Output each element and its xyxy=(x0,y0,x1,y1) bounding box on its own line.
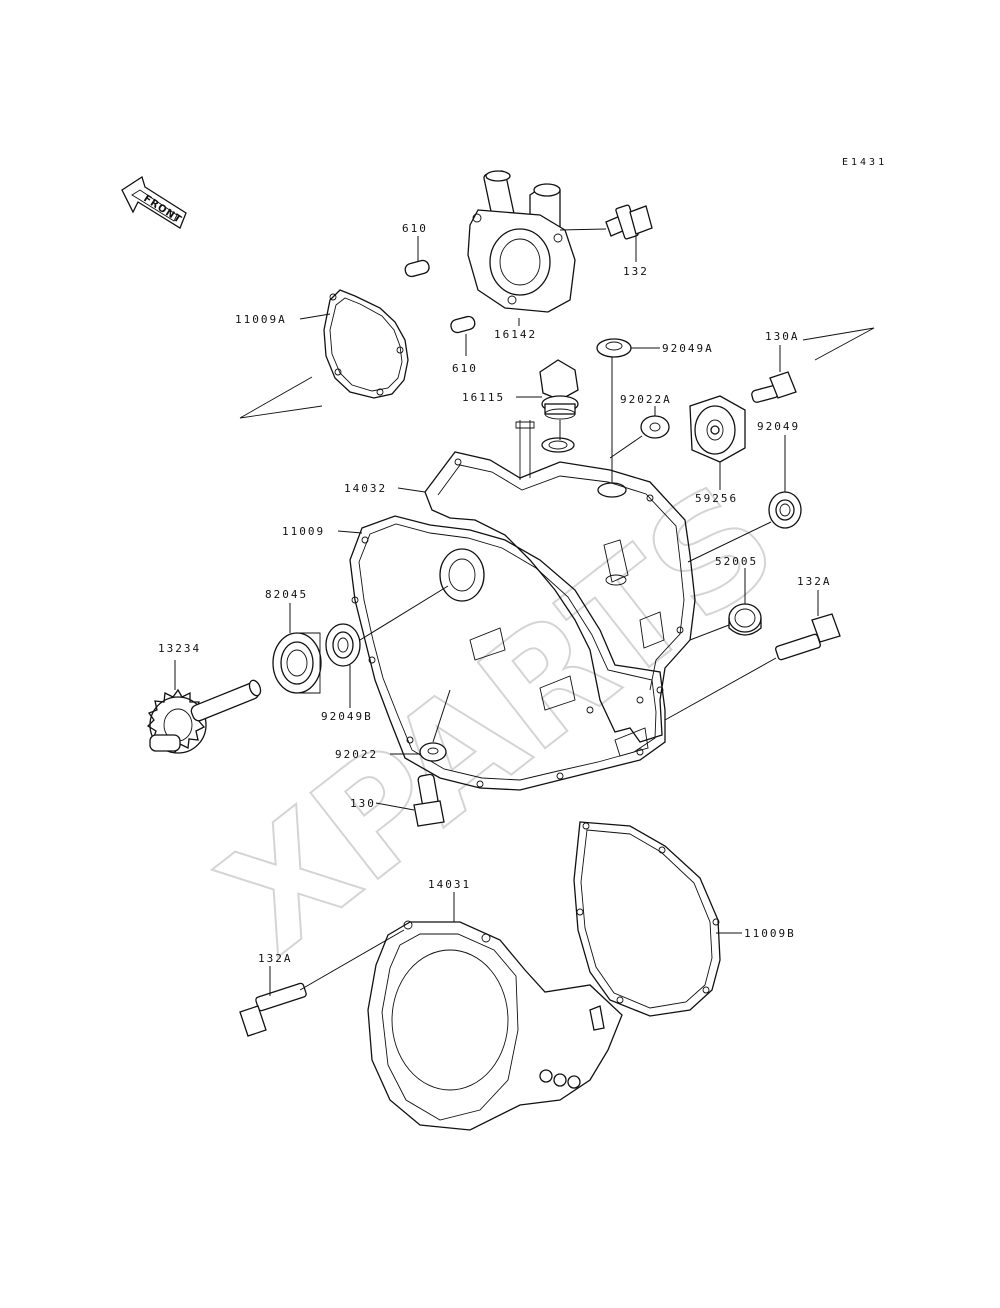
part-label-610-top: 610 xyxy=(402,222,428,235)
gasket-11009-icon xyxy=(337,515,666,791)
seal-52005-icon xyxy=(689,568,762,641)
gasket-11009a-icon xyxy=(299,289,409,399)
part-label-14032: 14032 xyxy=(344,482,387,495)
part-label-11009: 11009 xyxy=(282,525,325,538)
part-label-130a: 130A xyxy=(765,330,800,343)
oil-seal-92049b-icon xyxy=(325,585,449,708)
washer-92049a-icon xyxy=(596,338,660,483)
part-label-13234: 13234 xyxy=(158,642,201,655)
part-label-16142: 16142 xyxy=(494,328,537,341)
gear-shaft-13234-icon xyxy=(146,660,262,754)
oil-seal-92049-icon xyxy=(687,435,802,563)
part-label-92049b: 92049B xyxy=(321,710,373,723)
bolt-132a-left-icon xyxy=(239,929,405,1037)
bolt-130a-icon xyxy=(751,345,797,403)
bolt-132-icon xyxy=(559,204,653,262)
part-label-132: 132 xyxy=(623,265,649,278)
water-pump-cover-icon xyxy=(467,170,576,326)
generator-cover-14031-icon xyxy=(367,892,623,1131)
clutch-cover-14032-icon xyxy=(397,420,696,757)
part-label-16115: 16115 xyxy=(462,391,505,404)
part-label-92049a: 92049A xyxy=(662,342,714,355)
diagram-code: E1431 xyxy=(842,157,887,168)
part-label-610-bottom: 610 xyxy=(452,362,478,375)
direction-mark-left-icon xyxy=(239,376,323,419)
part-label-11009b: 11009B xyxy=(744,927,796,940)
washer-92022a-icon xyxy=(609,406,670,459)
dowel-pin-top-icon xyxy=(404,236,430,278)
front-arrow-icon: FRONT xyxy=(121,175,187,229)
part-label-92022a: 92022A xyxy=(620,393,672,406)
oil-filler-plug-icon xyxy=(516,359,579,440)
part-label-132a-left: 132A xyxy=(258,952,293,965)
part-label-11009a: 11009A xyxy=(235,313,287,326)
direction-mark-right-icon xyxy=(802,327,875,361)
washer-92022-icon xyxy=(390,689,451,762)
part-label-52005: 52005 xyxy=(715,555,758,568)
bearing-82045-icon xyxy=(272,603,322,694)
part-label-82045: 82045 xyxy=(265,588,308,601)
part-label-14031: 14031 xyxy=(428,878,471,891)
impeller-59256-icon xyxy=(689,395,746,490)
gasket-11009b-icon xyxy=(573,821,742,1017)
part-label-92022: 92022 xyxy=(335,748,378,761)
bolt-130-icon xyxy=(375,773,445,827)
bolt-132a-right-icon xyxy=(664,590,841,721)
part-label-59256: 59256 xyxy=(695,492,738,505)
part-label-130: 130 xyxy=(350,797,376,810)
part-label-132a-right: 132A xyxy=(797,575,832,588)
part-label-92049: 92049 xyxy=(757,420,800,433)
dowel-pin-bottom-icon xyxy=(450,315,476,356)
